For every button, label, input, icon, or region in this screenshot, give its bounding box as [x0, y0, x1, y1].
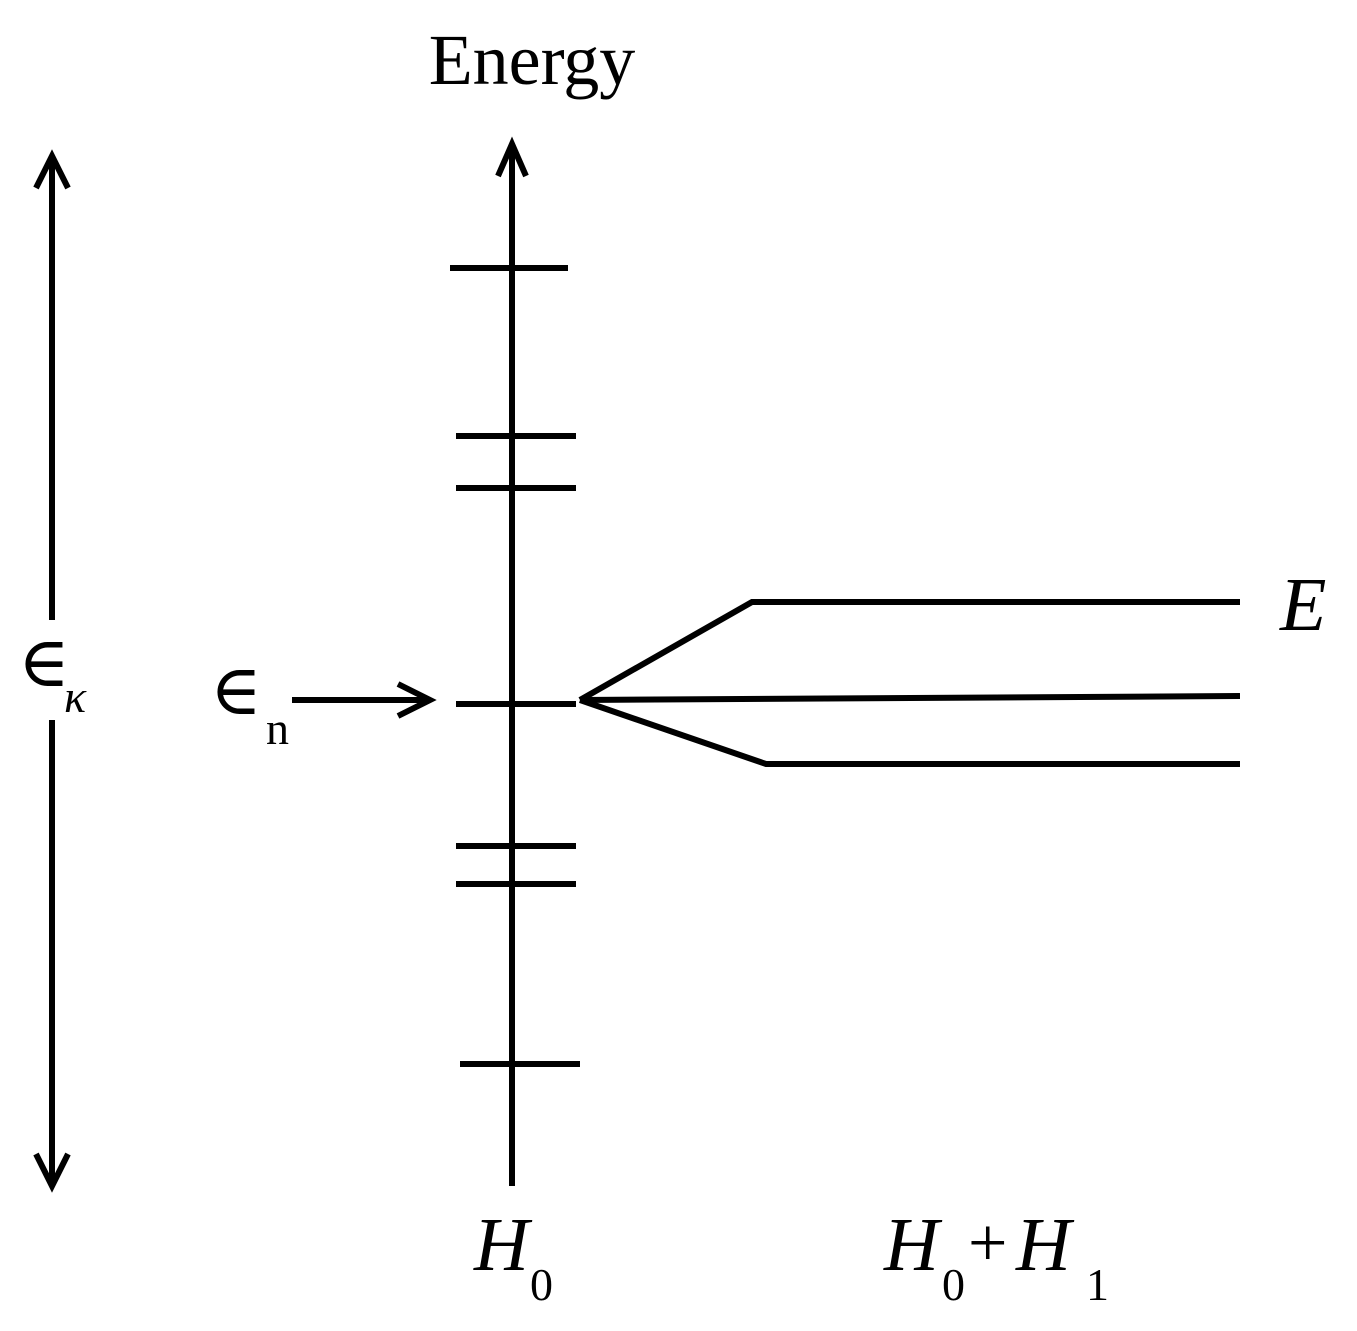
split-level-lower: [579, 697, 1240, 767]
epsilon-n-pointer: ∈ n: [210, 653, 437, 754]
range-arrow-bottom-head: [33, 1152, 71, 1193]
h0h1-label-plus: +: [968, 1205, 1007, 1282]
epsilon-kappa-symbol: ∈: [18, 625, 70, 702]
h0-label-subscript: 0: [530, 1259, 553, 1310]
h0h1-label-sub0: 0: [942, 1259, 965, 1310]
epsilon-kappa-label: ∈ κ: [18, 625, 87, 722]
h0-label-main: H: [473, 1203, 533, 1287]
h0-plus-h1-label: H 0 + H 1: [883, 1203, 1109, 1310]
epsilon-kappa-subscript: κ: [64, 671, 87, 722]
h0-energy-levels: [450, 265, 580, 1067]
energy-axis: [495, 136, 529, 1186]
h0h1-label-h2: H: [1015, 1203, 1075, 1287]
split-level-middle: [579, 693, 1241, 703]
epsilon-n-symbol: ∈: [210, 653, 262, 730]
h0h1-label-sub1: 1: [1086, 1259, 1109, 1310]
h0-label: H 0: [473, 1203, 553, 1310]
h0h1-label-h: H: [883, 1203, 943, 1287]
epsilon-kappa-range-arrow: [33, 149, 71, 1193]
split-level-upper: [578, 599, 1240, 703]
split-energy-label: E: [1279, 563, 1326, 647]
epsilon-n-subscript: n: [266, 703, 289, 754]
perturbed-split-levels: [578, 599, 1241, 767]
energy-axis-title: Energy: [429, 20, 636, 100]
energy-axis-arrowhead: [495, 136, 529, 178]
epsilon-n-arrowhead: [396, 681, 437, 719]
range-arrow-top-head: [33, 149, 71, 190]
